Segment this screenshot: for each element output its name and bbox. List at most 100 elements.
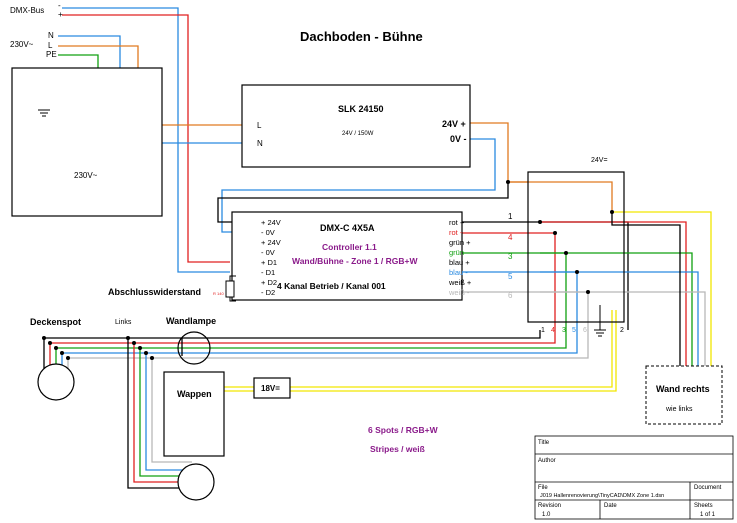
num-4: 4	[508, 233, 513, 242]
num-3: 3	[508, 252, 513, 261]
psu-rating: 24V / 150W	[342, 131, 374, 137]
tb-revision-label: Revision	[538, 503, 561, 509]
psu-plus-wire	[470, 122, 528, 183]
controller-left-pin: - 0V	[261, 228, 275, 237]
trafo-yellow-3	[290, 310, 617, 392]
bus-blue	[61, 330, 578, 372]
links-gray	[151, 358, 192, 463]
controller-box	[231, 211, 463, 301]
tb-title-label: Title	[538, 440, 550, 446]
termination-resistor	[225, 275, 236, 302]
resistor-value: R 140	[213, 291, 224, 296]
links-red	[133, 343, 180, 483]
wand-rechts-box	[645, 365, 723, 425]
dist-term-2: 2	[620, 327, 624, 334]
dist-term-4: 4	[551, 327, 555, 334]
bus-red	[49, 330, 556, 372]
controller-left-pin: - D1	[261, 268, 275, 277]
psu-box	[241, 84, 471, 168]
resistor-label: Abschlusswiderstand	[108, 287, 201, 297]
dmx-plus-label: +	[58, 10, 63, 19]
dist-term-6: 6	[583, 327, 587, 334]
controller-right-pin: rot -	[449, 228, 463, 237]
tb-revision-value: 1.0	[542, 512, 551, 518]
psu-in-n: N	[257, 139, 263, 148]
controller-left-pin: + 24V	[261, 238, 281, 247]
controller-right-pin: rot +	[449, 218, 465, 227]
dist-term-3: 3	[562, 327, 566, 334]
out-rot-plus	[462, 221, 629, 330]
controller-left-pin: - D2	[261, 288, 275, 297]
out-weiss-minus	[462, 291, 589, 330]
links-blue	[145, 353, 186, 471]
out-rot-minus	[462, 232, 556, 330]
ground-icon	[38, 109, 50, 117]
bus-gray	[67, 330, 589, 372]
psu-out-plus: 24V +	[442, 119, 466, 129]
wand-rechts-label: Wand rechts	[656, 384, 710, 394]
tb-author-label: Author	[538, 458, 556, 464]
dmx-plus-wire	[62, 14, 230, 263]
psu-out-minus: 0V -	[450, 134, 467, 144]
controller-right-pin: grün -	[449, 248, 469, 257]
dist-term-1: 1	[541, 327, 545, 334]
controller-right-pin: blau -	[449, 268, 468, 277]
feed-24v-wire-2	[508, 181, 613, 210]
wandlampe-lamp	[177, 331, 211, 365]
wie-links-label: wie links	[665, 406, 693, 413]
tb-sheets-label: Sheets	[694, 503, 713, 509]
tb-date-label: Date	[604, 503, 617, 509]
wappen-label: Wappen	[177, 389, 212, 399]
wr-gray	[540, 291, 706, 370]
mains-box	[11, 67, 163, 217]
tb-file-label: File	[538, 485, 548, 491]
junction-dots	[42, 180, 614, 360]
tb-sheets-value: 1 of 1	[700, 512, 716, 518]
links-black	[127, 338, 180, 489]
mains-label: 230V~	[10, 40, 34, 49]
controller-right-pin: weiß +	[448, 278, 472, 287]
ground-icon-dist	[594, 305, 606, 337]
num-5: 5	[508, 272, 513, 281]
mains-box-label: 230V~	[74, 171, 98, 180]
wr-red	[540, 221, 687, 370]
num-1: 1	[508, 212, 513, 221]
links-lamp	[177, 463, 215, 501]
dist-term-5: 5	[572, 327, 576, 334]
wr-black	[611, 212, 681, 370]
links-green	[139, 348, 182, 477]
controller-left-pin: + 24V	[261, 218, 281, 227]
controller-left-pin: + D2	[261, 278, 277, 287]
wr-green	[540, 252, 693, 370]
dist-box	[527, 171, 625, 323]
deckenspot-label: Deckenspot	[30, 317, 81, 327]
controller-left-pins: + 24V- 0V+ 24V- 0V+ D1- D1+ D2- D2	[261, 218, 281, 297]
psu-in-l: L	[257, 121, 262, 130]
transformer-label: 18V=	[261, 384, 280, 393]
feed-24v-wire	[217, 182, 509, 223]
mains-l-label: L	[48, 41, 53, 50]
controller-left-pin: + D1	[261, 258, 277, 267]
dmx-minus-label: -	[58, 1, 61, 10]
dmx-bus-label: DMX-Bus	[10, 6, 44, 15]
deckenspot-lamp	[37, 363, 75, 401]
mains-pe-label: PE	[46, 50, 57, 59]
controller-right-pin: weiß -	[448, 288, 470, 297]
note-line2: Stripes / weiß	[370, 444, 425, 454]
mains-n-label: N	[48, 31, 54, 40]
controller-right-pin: grün +	[449, 238, 471, 247]
psu-minus-wire	[221, 138, 496, 233]
wappen-box	[163, 371, 225, 457]
num-6: 6	[508, 291, 513, 300]
diagram-title: Dachboden - Bühne	[300, 29, 423, 44]
tb-file-value: J019 Hallenrenovierung\TinyCAD\DMX Zone …	[540, 493, 664, 499]
bus-green	[55, 330, 567, 372]
trafo-yellow	[290, 310, 613, 388]
controller-left-pin: - 0V	[261, 248, 275, 257]
controller-line3: 4 Kanal Betrieb / Kanal 001	[277, 281, 386, 291]
tb-document-label: Document	[694, 485, 722, 491]
links-label: Links	[115, 319, 132, 326]
out-blau-minus	[462, 271, 578, 330]
note-line1: 6 Spots / RGB+W	[368, 425, 439, 435]
